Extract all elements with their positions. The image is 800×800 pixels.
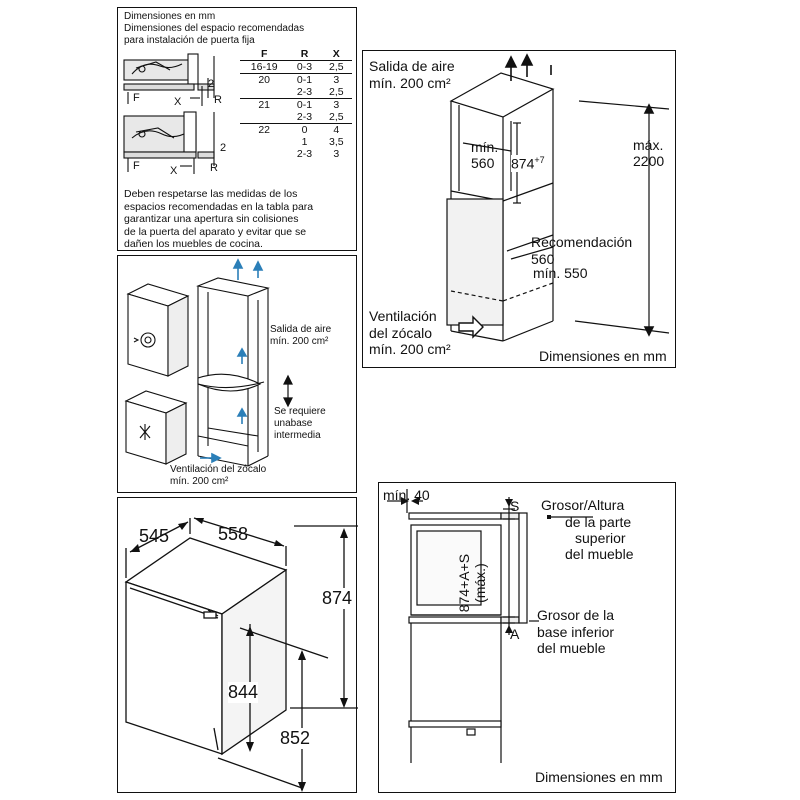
label-f-top: F	[133, 92, 140, 104]
niche-recommendation: Recomendación	[531, 234, 633, 250]
appliance-depth: 545	[139, 526, 170, 546]
appliance-drawing	[124, 517, 358, 792]
furniture-bottom-3: del mueble	[537, 640, 606, 656]
niche-plinth-1: Ventilación	[369, 308, 437, 324]
fixed-door-note: Deben respetarse las medidas de los espa…	[124, 188, 314, 250]
furniture-drawing	[387, 489, 593, 763]
heading-units: Dimensiones en mm	[124, 11, 216, 22]
label-r-bottom: R	[210, 162, 218, 174]
ventilation-air-out-area: mín. 200 cm²	[270, 336, 329, 347]
furniture-units: Dimensiones en mm	[535, 769, 663, 785]
furniture-top-4: del mueble	[565, 546, 634, 562]
niche-air-out: Salida de aire	[369, 58, 455, 74]
furniture-top-1: Grosor/Altura	[541, 497, 625, 513]
furniture-min40: mín. 40	[383, 487, 430, 503]
appliance-width: 558	[218, 524, 249, 544]
niche-min-value: 560	[471, 155, 495, 171]
niche-air-out-area: mín. 200 cm²	[369, 75, 451, 91]
furniture-bottom-1: Grosor de la	[537, 607, 615, 623]
table-header-x: X	[320, 48, 352, 61]
niche-height-label: 874+7	[511, 155, 545, 172]
niche-drawing	[446, 53, 670, 342]
niche-min-550: mín. 550	[533, 265, 588, 281]
appliance-total-height: 852	[280, 728, 311, 749]
heading-fixed-door: para instalación de puerta fija	[124, 35, 255, 46]
ventilation-required-1: Se requiere	[274, 406, 326, 417]
ventilation-air-out: Salida de aire	[270, 324, 332, 335]
furniture-bottom-2: base inferior	[537, 624, 615, 640]
label-x-bottom: X	[170, 165, 178, 177]
niche-recommendation-value: 560	[531, 251, 555, 267]
panel-niche: Salida de aire mín. 200 cm² mín. 560 874…	[362, 50, 676, 368]
niche-units: Dimensiones en mm	[539, 348, 667, 364]
ventilation-plinth: Ventilación del zócalo	[170, 464, 267, 475]
panel-fixed-door: Dimensiones en mm Dimensiones del espaci…	[117, 7, 357, 251]
furniture-vertical: 874+A+S (máx.)	[456, 553, 489, 613]
niche-plinth-3: mín. 200 cm²	[369, 341, 451, 357]
label-2-bottom: 2	[220, 142, 227, 154]
niche-min-label: mín.	[471, 139, 499, 155]
table-header-f: F	[240, 48, 289, 61]
niche-max-value: 2200	[633, 153, 665, 169]
niche-max-label: máx.	[633, 137, 664, 153]
ventilation-drawing	[124, 258, 293, 467]
label-r-top: R	[214, 94, 222, 106]
ventilation-plinth-area: mín. 200 cm²	[170, 476, 229, 487]
ventilation-required-3: intermedia	[274, 430, 321, 441]
heading-recommended: Dimensiones del espacio recomendadas	[124, 23, 305, 34]
furniture-a: A	[510, 626, 520, 642]
panel-ventilation: Salida de aire mín. 200 cm² Se requiere …	[117, 255, 357, 493]
furniture-s: S	[510, 498, 520, 514]
hinge-diagrams	[123, 53, 215, 174]
ventilation-required-2: unabase	[274, 418, 313, 429]
panel-furniture: mín. 40 S A 874+A+S (máx.) Grosor/Altura…	[378, 482, 676, 793]
appliance-door-height: 844	[228, 682, 259, 703]
appliance-height: 874	[322, 588, 353, 609]
label-2-top: 2	[208, 78, 215, 90]
label-x-top: X	[174, 96, 182, 108]
panel-appliance: 545 558 874 844 852	[117, 497, 358, 793]
furniture-top-2: de la parte	[565, 514, 632, 530]
table-header-r: R	[288, 48, 321, 61]
niche-plinth-2: del zócalo	[369, 325, 433, 341]
label-f-bottom: F	[133, 160, 140, 172]
furniture-top-3: superior	[575, 530, 626, 546]
